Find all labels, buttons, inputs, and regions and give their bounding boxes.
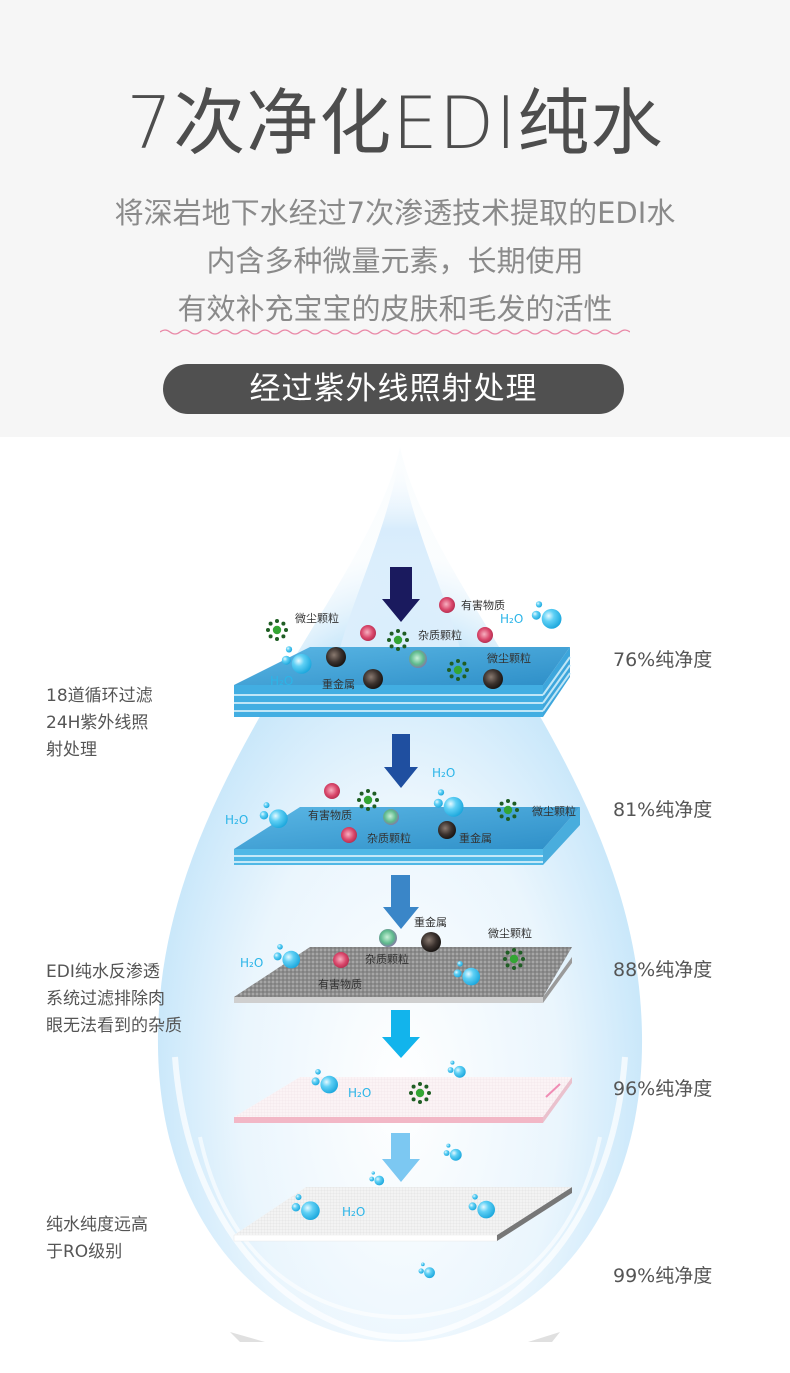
arrow-2 — [384, 734, 418, 788]
filter-layer-5 — [233, 1187, 572, 1242]
uv-treatment-badge: 经过紫外线照射处理 — [163, 364, 624, 414]
water-label: H₂O — [270, 674, 294, 688]
water-label: H₂O — [500, 612, 524, 626]
purity-label-5: 99%纯净度 — [613, 1265, 713, 1287]
side-note-3-line-2: 于RO级别 — [46, 1242, 123, 1262]
particle-label: 微尘颗粒 — [488, 927, 532, 940]
purity-label-1: 76%纯净度 — [613, 649, 713, 671]
particle-label: 有害物质 — [318, 978, 362, 991]
subtitle-line-2: 内含多种微量元素，长期使用 — [206, 244, 584, 278]
water-label: H₂O — [225, 813, 249, 827]
particle-label: 重金属 — [322, 678, 355, 691]
header: 7次净化EDI纯水 将深岩地下水经过7次渗透技术提取的EDI水 内含多种微量元素… — [0, 0, 790, 437]
water-label: H₂O — [432, 766, 456, 780]
wavy-underline — [160, 329, 630, 335]
particle-label: 微尘颗粒 — [532, 805, 576, 818]
filter-layer-3 — [234, 947, 572, 1003]
side-note-1-line-1: 18道循环过滤 — [46, 686, 153, 706]
arrow-1 — [382, 567, 420, 622]
side-note-1: 18道循环过滤 24H紫外线照 射处理 — [46, 683, 153, 764]
water-label: H₂O — [348, 1086, 372, 1100]
subtitle-line-1: 将深岩地下水经过7次渗透技术提取的EDI水 — [114, 196, 676, 230]
particle-label: 微尘颗粒 — [295, 612, 339, 625]
side-note-1-line-2: 24H紫外线照 — [46, 713, 149, 733]
subtitle-line-3: 有效补充宝宝的皮肤和毛发的活性 — [177, 292, 613, 326]
side-note-2: EDI纯水反渗透 系统过滤排除肉 眼无法看到的杂质 — [46, 959, 182, 1040]
side-note-3-line-1: 纯水纯度远高 — [46, 1215, 148, 1235]
arrow-3 — [383, 875, 419, 929]
particle-label: 有害物质 — [461, 599, 505, 612]
particle-label: 重金属 — [414, 916, 447, 929]
purity-label-4: 96%纯净度 — [613, 1078, 713, 1100]
side-note-2-line-3: 眼无法看到的杂质 — [46, 1016, 182, 1036]
side-note-3: 纯水纯度远高 于RO级别 — [46, 1212, 148, 1266]
side-note-2-line-1: EDI纯水反渗透 — [46, 962, 160, 982]
water-label: H₂O — [342, 1205, 366, 1219]
page-title: 7次净化EDI纯水 — [126, 81, 664, 165]
particle-label: 杂质颗粒 — [365, 953, 409, 966]
particle-label: 杂质颗粒 — [418, 629, 462, 642]
side-note-1-line-3: 射处理 — [46, 740, 97, 760]
water-label: H₂O — [240, 956, 264, 970]
filter-layer-2 — [234, 807, 580, 865]
particle-label: 微尘颗粒 — [487, 652, 531, 665]
water-drop-illustration — [157, 447, 643, 1342]
purification-diagram: 18道循环过滤 24H紫外线照 射处理 EDI纯水反渗透 系统过滤排除肉 眼无法… — [0, 437, 790, 1373]
purity-label-2: 81%纯净度 — [613, 799, 713, 821]
particle-label: 杂质颗粒 — [367, 832, 411, 845]
particle-label: 重金属 — [459, 832, 492, 845]
purity-label-3: 88%纯净度 — [613, 959, 713, 981]
arrow-4 — [382, 1010, 420, 1058]
side-note-2-line-2: 系统过滤排除肉 — [46, 989, 165, 1009]
arrow-5 — [382, 1133, 420, 1182]
filter-layer-4 — [234, 1077, 572, 1123]
particle-label: 有害物质 — [308, 809, 352, 822]
